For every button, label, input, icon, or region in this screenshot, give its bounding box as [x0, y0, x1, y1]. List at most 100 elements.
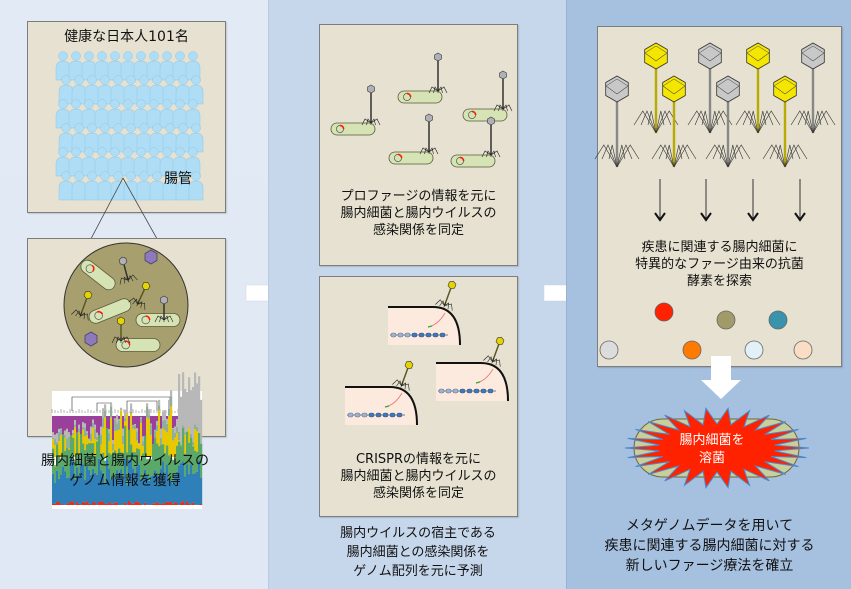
specific-phage-icon — [762, 75, 808, 168]
person-icon — [71, 171, 87, 201]
column3-caption: メタゲノムデータを用いて 疾患に関連する腸内細菌に対する 新しいファージ療法を確… — [567, 516, 851, 576]
panel-phage-therapy: 疾患に関連する腸内細菌に 特異的なファージ由来の抗菌 酵素を探索 腸内細菌を 溶… — [566, 0, 851, 589]
person-icon — [97, 75, 113, 105]
caption-line: 疾患に関連する腸内細菌に — [641, 240, 798, 255]
caption-line: メタゲノムデータを用いて — [625, 518, 794, 534]
person-icon — [58, 75, 74, 105]
person-icon — [136, 75, 152, 105]
phage-icon — [118, 256, 138, 285]
search-caption: 疾患に関連する腸内細菌に 特異的なファージ由来の抗菌 酵素を探索 — [598, 239, 841, 290]
enzyme-dot — [654, 302, 674, 322]
person-icon — [55, 51, 71, 81]
person-icon — [149, 171, 165, 201]
person-icon — [146, 51, 162, 81]
bacterium-icon — [80, 259, 116, 291]
virus-icon — [144, 249, 158, 265]
lysis-burst-diagram — [624, 407, 810, 489]
crispr-cell — [436, 336, 509, 402]
phage-icon — [392, 360, 414, 391]
crispr-caption: CRISPRの情報を元に 腸内細菌と腸内ウイルスの 感染関係を同定 — [320, 451, 517, 502]
caption-line: プロファージの情報を元に — [340, 189, 497, 204]
bacterium-icon — [397, 90, 443, 104]
phage-icon — [481, 116, 501, 158]
person-icon — [146, 147, 162, 177]
caption-line: 特異的なファージ由来の抗菌 — [635, 257, 804, 272]
person-icon — [110, 123, 126, 153]
person-icon — [94, 147, 110, 177]
phage-icon — [154, 295, 174, 323]
caption-line: ゲノム情報を獲得 — [69, 473, 181, 489]
specific-phage-icon — [633, 42, 679, 134]
person-icon — [120, 51, 136, 81]
crispr-array — [390, 332, 448, 338]
person-icon — [172, 147, 188, 177]
caption-line: 腸内細菌と腸内ウイルスの — [340, 206, 497, 221]
person-icon — [188, 123, 204, 153]
person-icon — [71, 75, 87, 105]
bacterium-icon — [450, 154, 496, 168]
enzyme-search-box: 疾患に関連する腸内細菌に 特異的なファージ由来の抗菌 酵素を探索 — [594, 26, 842, 367]
person-icon — [110, 75, 126, 105]
enzyme-dots — [599, 302, 813, 360]
specific-phage-icon — [651, 75, 697, 168]
genome-box — [27, 238, 226, 509]
person-icon — [185, 51, 201, 81]
column1-caption: 腸内細菌と腸内ウイルスの ゲノム情報を獲得 — [0, 451, 250, 491]
generic-phage-icon — [594, 75, 640, 168]
lysis-label: 腸内細菌を 溶菌 — [667, 432, 757, 468]
person-icon — [84, 75, 100, 105]
bacterium-icon — [135, 313, 181, 327]
panel-host-prediction: プロファージの情報を元に 腸内細菌と腸内ウイルスの 感染関係を同定 CRISPR… — [268, 0, 588, 589]
cell-membrane — [436, 362, 509, 402]
phage-icon — [128, 282, 151, 310]
crispr-cell — [388, 280, 461, 346]
enzyme-dot — [768, 310, 788, 330]
person-icon — [159, 51, 175, 81]
caption-line: 感染関係を同定 — [372, 486, 464, 501]
lysis-burst — [624, 407, 810, 489]
caption-line: 腸内ウイルスの宿主である — [340, 526, 496, 541]
person-icon — [133, 99, 149, 129]
person-icon — [162, 123, 178, 153]
person-icon — [97, 171, 113, 201]
caption-line: 新しいファージ療法を確立 — [625, 558, 794, 574]
person-icon — [58, 123, 74, 153]
caption-line: 腸内細菌と腸内ウイルスの — [41, 453, 209, 469]
person-icon — [68, 147, 84, 177]
phage-array-diagram — [594, 42, 836, 222]
prophage-diagram — [330, 52, 513, 168]
bacterium-icon — [115, 338, 161, 352]
down-arrowhead — [747, 212, 759, 222]
down-arrowhead — [654, 212, 666, 222]
caption-line: 酵素を探索 — [686, 274, 752, 289]
person-icon — [123, 123, 139, 153]
bacterium-icon — [462, 108, 508, 122]
phage-icon — [435, 280, 457, 311]
enzyme-dot — [716, 310, 736, 330]
person-icon — [58, 171, 74, 201]
caption-line: ゲノム配列を元に予測 — [353, 564, 483, 579]
person-icon — [175, 75, 191, 105]
phage-icon — [483, 336, 505, 367]
person-icon — [149, 123, 165, 153]
bacterium-icon — [388, 151, 434, 165]
person-icon — [185, 147, 201, 177]
specific-phage-icon — [735, 42, 781, 134]
cell-membrane — [388, 306, 461, 346]
person-icon — [55, 99, 71, 129]
phage-icon — [419, 113, 439, 155]
person-icon — [107, 147, 123, 177]
crispr-array — [347, 412, 405, 418]
person-icon — [68, 51, 84, 81]
down-arrow-icon — [701, 356, 741, 399]
person-icon — [133, 51, 149, 81]
population-box: 健康な日本人101名 腸管 — [27, 21, 226, 213]
bacterium-icon — [88, 298, 132, 324]
person-icon — [175, 123, 191, 153]
person-icon — [172, 99, 188, 129]
phage-icon — [361, 84, 381, 126]
enzyme-dot — [682, 340, 702, 360]
generic-phage-icon — [790, 42, 836, 134]
caption-line: 腸内細菌との感染関係を — [346, 545, 490, 560]
phage-icon — [493, 70, 513, 112]
